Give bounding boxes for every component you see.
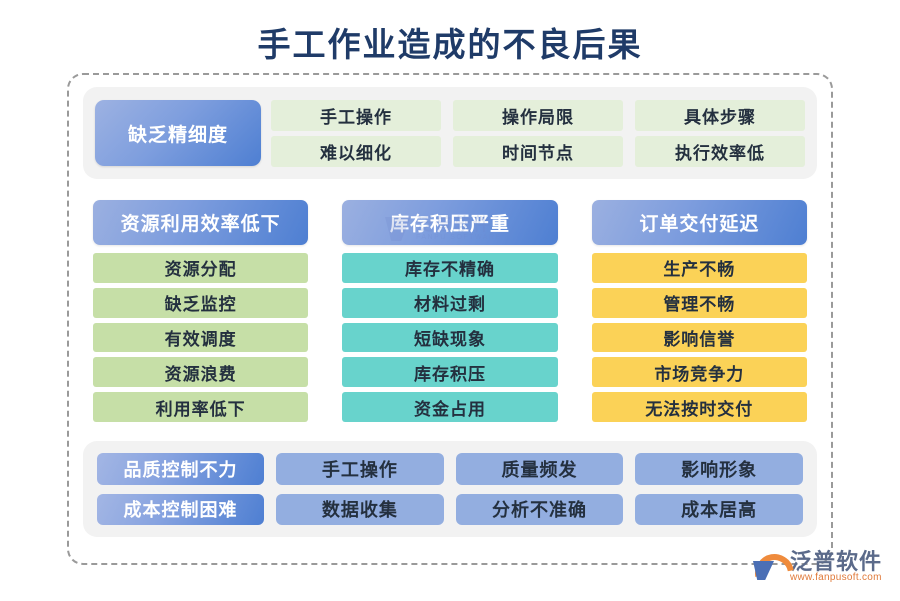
column-item[interactable]: 管理不畅 (591, 287, 807, 318)
column-item[interactable]: 资源浪费 (93, 357, 309, 388)
top-item-4[interactable]: 时间节点 (453, 135, 623, 167)
columns-section: 资源利用效率低下 资源分配 缺乏监控 有效调度 资源浪费 利用率低下 库存积压严… (83, 190, 817, 430)
bottom-item[interactable]: 质量频发 (455, 453, 624, 485)
column-item[interactable]: 库存积压 (342, 357, 558, 388)
column-header-delivery[interactable]: 订单交付延迟 (591, 200, 807, 245)
top-item-1[interactable]: 操作局限 (453, 99, 623, 131)
column-item[interactable]: 无法按时交付 (591, 392, 807, 422)
bottom-lead-cost[interactable]: 成本控制困难 (97, 493, 264, 525)
column-item[interactable]: 资金占用 (342, 392, 558, 422)
diagram-content: 缺乏精细度 手工操作 操作局限 具体步骤 难以细化 时间节点 执行效率低 资源利… (67, 73, 833, 565)
bottom-item[interactable]: 成本居高 (635, 493, 804, 525)
column-item[interactable]: 短缺现象 (342, 322, 558, 353)
column-item[interactable]: 有效调度 (93, 322, 309, 353)
column-item[interactable]: 材料过剩 (342, 287, 558, 318)
page-title: 手工作业造成的不良后果 (257, 28, 643, 64)
column-item[interactable]: 资源分配 (93, 253, 309, 283)
column-card-delivery: 订单交付延迟 生产不畅 管理不畅 影响信誉 市场竞争力 无法按时交付 (581, 190, 817, 430)
brand-name: 泛普软件 (790, 549, 883, 575)
column-item[interactable]: 缺乏监控 (93, 287, 309, 318)
brand-url: www.fanpusoft.com (790, 572, 882, 584)
bottom-item[interactable]: 数据收集 (276, 493, 444, 525)
column-header-resource[interactable]: 资源利用效率低下 (93, 200, 309, 245)
top-item-5[interactable]: 执行效率低 (635, 135, 805, 167)
brand-logo-icon (747, 546, 802, 601)
brand-logo: 泛普软件 www.fanpusoft.com (747, 542, 892, 601)
bottom-row-quality: 品质控制不力 手工操作 质量频发 影响形象 (97, 453, 804, 485)
top-items-grid: 手工操作 操作局限 具体步骤 难以细化 时间节点 执行效率低 (271, 99, 805, 167)
bottom-item[interactable]: 分析不准确 (455, 493, 624, 525)
column-item[interactable]: 利用率低下 (93, 392, 309, 422)
top-item-2[interactable]: 具体步骤 (635, 99, 805, 131)
column-item[interactable]: 影响信誉 (591, 322, 807, 353)
top-section-panel: 缺乏精细度 手工操作 操作局限 具体步骤 难以细化 时间节点 执行效率低 (83, 87, 817, 179)
column-card-inventory: 库存积压严重 库存不精确 材料过剩 短缺现象 库存积压 资金占用 (332, 190, 568, 430)
top-lead-box[interactable]: 缺乏精细度 (95, 100, 261, 166)
dashed-frame (67, 73, 833, 565)
bottom-item[interactable]: 手工操作 (276, 453, 444, 485)
bottom-row-cost: 成本控制困难 数据收集 分析不准确 成本居高 (97, 493, 804, 525)
bottom-section-panel: 品质控制不力 手工操作 质量频发 影响形象 成本控制困难 数据收集 分析不准确 … (83, 441, 817, 537)
column-header-inventory[interactable]: 库存积压严重 (342, 200, 558, 245)
column-item[interactable]: 库存不精确 (342, 253, 558, 283)
top-item-0[interactable]: 手工操作 (271, 99, 441, 131)
column-item[interactable]: 市场竞争力 (591, 357, 807, 388)
brand-logo-text: 泛普软件 www.fanpusoft.com (790, 550, 882, 584)
column-item[interactable]: 生产不畅 (591, 253, 807, 283)
column-card-resource: 资源利用效率低下 资源分配 缺乏监控 有效调度 资源浪费 利用率低下 (83, 190, 319, 430)
top-item-3[interactable]: 难以细化 (271, 135, 441, 167)
bottom-item[interactable]: 影响形象 (635, 453, 804, 485)
bottom-lead-quality[interactable]: 品质控制不力 (97, 453, 264, 485)
